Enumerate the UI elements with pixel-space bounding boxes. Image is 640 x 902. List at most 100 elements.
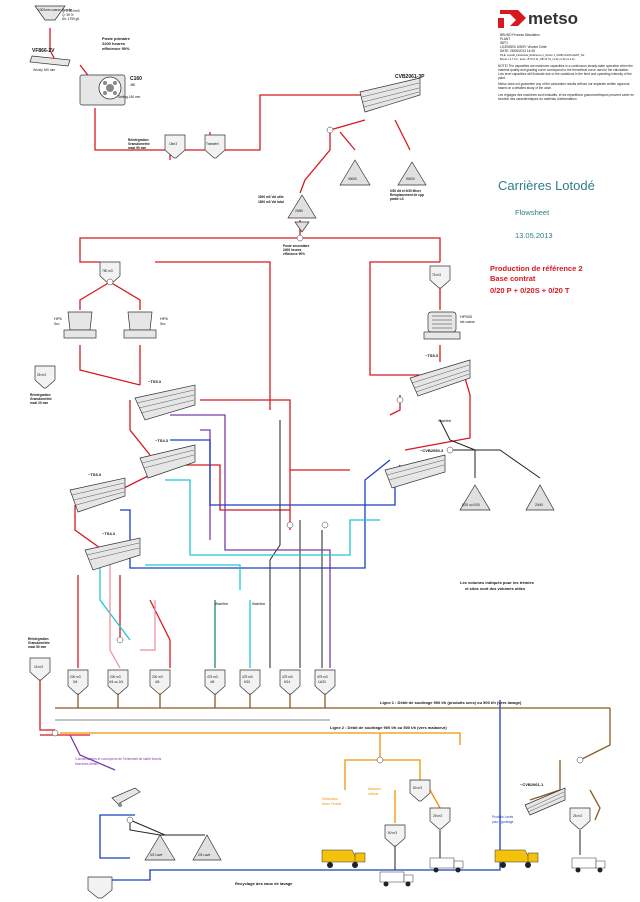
screen-cvb2050: ~CVB2050-3 [384,448,446,489]
screen-label: ~TS5.3 [148,379,162,384]
feed-label: 1000mm coarse Granite [38,8,72,12]
product-label: Produits Lavés [492,815,513,819]
product-label: Destockeur [322,797,339,801]
info-line: BRUNO Process Simulation [500,33,540,37]
reintegration-left: Réintégration Granulométrie maxi 50 mm 1… [28,637,51,681]
stock-to-hp-line [79,220,301,263]
bin-50-mixer: 50 m3 [409,779,431,802]
flowsheet-label: Flowsheet [515,208,550,217]
volumes-line: Les volumes indiqués pour les trémies [460,580,535,585]
product-label: pour égouttage [492,820,514,824]
info-line: DATE: 25/06/2013 14:45 [500,49,535,53]
flow-nodes [51,126,584,824]
surge-bins-primary: Réintégration Granulométrie maxi 90 mm 1… [128,134,226,159]
crusher-label: HP6 [160,316,169,321]
silo: 200 m3 0/4 [67,669,89,695]
note-2: Low level capacities will fluctuate due … [498,72,632,80]
secondary-post-line: Poste secondaire [283,244,310,248]
jaw-label: C160 [130,76,142,82]
grizzly-feeder: VF866-2V Grizzly 160 mm [29,48,71,72]
bin-15m3 [164,134,186,159]
node [326,126,334,134]
silo-sub: 4/6 [155,680,160,684]
info-line: PLANT [500,37,510,41]
info-line: FILE: Lotodé_Flowsheet_Référence 2_Optio… [500,53,585,57]
screen-ts43-a: ~TS4.3 [139,438,196,479]
truck-icon [321,849,366,868]
silo-sub: 4/6 [210,680,215,684]
pile-label: 90000 [406,177,415,181]
pile-note: 0/20 dit et 0/30 Mixer [390,189,422,193]
bin-50-left: 50 m3 [384,824,406,847]
volumes-line: et silos sont des volumes utiles [465,586,526,591]
node [396,396,404,404]
ligne2-conveyor [60,732,461,745]
recycle-label: Recyclage des eaux de lavage [235,881,293,886]
grizzly-label: VF866-2V [32,48,55,54]
product-label: Mono Produit [322,802,341,806]
jaw-crusher: C160 480 Setting 160 mm [79,74,142,106]
feed-line [49,28,56,61]
header-info: BRUNO Process Simulation PLANT INFO LICE… [500,33,585,61]
node [321,521,329,529]
primary-post-line: Poste primaire [102,36,131,41]
bin-25-lave: 25 m3 [569,807,591,830]
crusher-sub: Sec [54,322,60,326]
crusher-label: HP500 [460,314,473,319]
bin-label: 15m3 [169,142,177,146]
feeder-note-line: fourniture Metso [75,762,98,766]
node [286,521,294,529]
bin-label: 25 m3 [573,814,582,818]
screen-label: ~CVB2050-3 [420,448,444,453]
purple-flow [170,414,331,668]
sand-screw [111,787,141,807]
screen-ts53-left: ~TS5.3 [134,379,196,421]
info-line: LICENSED USER: Vincent Cette [500,45,547,49]
jaw-sub: 480 [130,83,136,87]
silo: 475 m3 14/20 [314,669,336,695]
node [376,756,384,764]
crusher-sub: std coarse [460,320,475,324]
secondary-post-line: efficience 90% [283,252,305,256]
production-line-1: Production de référence 2 [490,264,583,273]
washed-piles: 0/2 Lavé 2/4 Lavé [144,834,222,861]
stock-label: 3300 m3 Vol utile [258,195,284,199]
feed-detail: Q: 2.00 t/m3 [62,9,80,13]
pile-note: partie LS [390,197,404,201]
piles-mid-right: 0/20 ou 0/30 20/40 [459,484,555,511]
page-title: Carrières Lotodé [498,178,595,193]
product-malaxeur: Malaxeur vertical [368,787,382,796]
silo: 200 m3 0/4 ou 2/4 [107,669,129,695]
hp500-surge-bin: 75 m3 [429,265,451,289]
pile-note: Remplacement de cpp [390,193,424,197]
screen-label: ~TS5.3 [88,472,102,477]
secondary-post-line: 2400 heures [283,248,302,252]
surge-label: Réintégration [128,138,149,142]
reintegration-line: Granulométrie [28,641,50,645]
surge-label: maxi 90 mm [128,146,146,150]
silo: 475 m3 6/14 [279,669,301,695]
volumes-note: Les volumes indiqués pour les trémies et… [460,580,535,591]
silo-label: 200 m3 [110,675,121,679]
bin-label: 25 m3 [37,373,46,377]
reintegration-line: Réintégration [28,637,49,641]
cone-crusher-hp500: HP500 std coarse [423,311,475,340]
stockpile-main: 20/80 3300 m3 Vol utile 1800 m3 Vol tota… [258,194,317,256]
bin-label: 15 m3 [34,665,43,669]
product-label: vertical [368,792,378,796]
truck-icon [494,849,539,868]
note-fr: Les réglages des machines sont indicatif… [498,93,635,101]
surge-bin-20: 25 m3 Réintégration Granulométrie maxi 2… [30,365,56,405]
silo-sub: 0/4 ou 2/4 [109,680,123,684]
pile-90000 [397,161,427,186]
primary-post-note: Poste primaire 2200 heures efficience 90… [102,36,131,51]
product-label: Malaxeur [368,787,382,791]
cyan-flow [165,479,380,556]
crusher-label: HP6 [54,316,63,321]
silo: 200 m3 4/6 [149,669,171,695]
flowsheet-date: 13.05.2013 [515,231,553,240]
feed-hopper: 1000mm coarse Granite Q: 2.00 t/m3 Q: 35… [34,5,80,21]
feed-detail: Air: 1750 g/t [62,17,79,21]
pile-label: 0/2 Lavé [150,853,162,857]
bin-label: 50 m3 [388,831,397,835]
